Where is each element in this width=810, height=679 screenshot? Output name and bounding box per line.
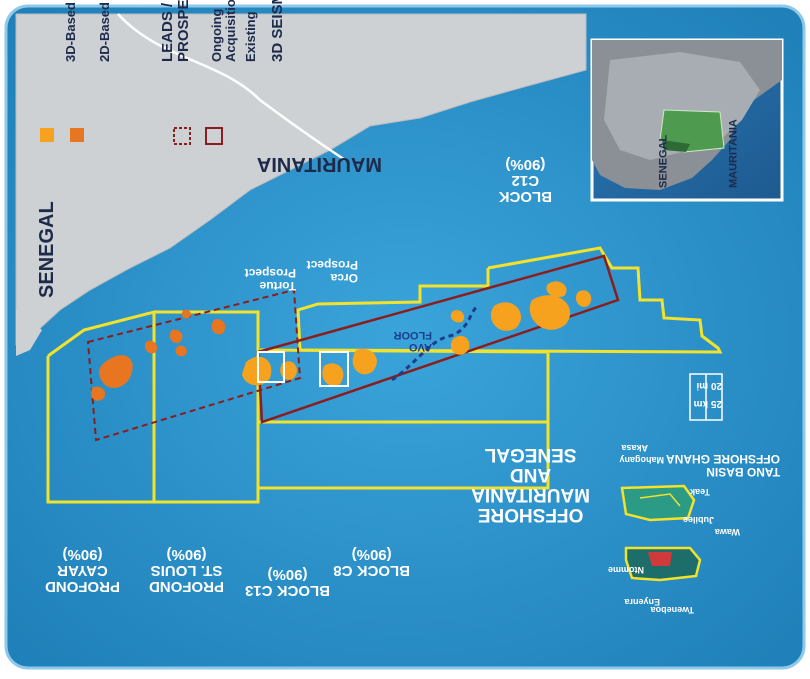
- ghana-inset: [620, 484, 702, 582]
- legend-swatch-3d: [40, 128, 54, 142]
- legend-swatch-ongoing: [173, 127, 191, 145]
- block-label-region: OFFSHORE MAURITANIA AND SENEGAL: [471, 444, 590, 525]
- ghana-title: TANO BASIN OFFSHORE GHANA: [666, 452, 780, 479]
- block-label-cayar: PROFOND CAYAR (90%): [45, 546, 120, 596]
- inset-label-mauritania: MAURITANIA: [727, 119, 740, 188]
- prospect-2d: [91, 386, 106, 401]
- ghana-field-akasa: Akasa: [621, 443, 648, 453]
- inset-label-senegal: SENEGAL: [657, 134, 670, 188]
- license-blocks: [46, 246, 723, 504]
- legend-3d: 3D-Based: [63, 2, 78, 62]
- prospect-3d: [546, 281, 567, 298]
- block-label-stlouis: PROFOND ST. LOUIS (90%): [149, 546, 224, 596]
- prospects: [91, 281, 592, 401]
- prospect-3d: [352, 348, 377, 375]
- block-label-c13: BLOCK C13 (90%): [244, 566, 330, 599]
- ghana-field-teak: Teak: [690, 487, 710, 497]
- legend-swatches: [40, 127, 223, 145]
- legend-2d: 2D-Based: [97, 2, 112, 62]
- block-label-c12: BLOCK C12 (90%): [498, 156, 552, 206]
- block-outline-cayar: [46, 310, 156, 504]
- prospect-2d: [169, 329, 183, 344]
- ghana-field-wawa: Wawa: [714, 527, 740, 537]
- legend-existing: Existing: [243, 11, 258, 62]
- prospect-2d: [99, 355, 133, 388]
- avo-floor-label: AVO FLOOR: [393, 329, 433, 353]
- legend-seismic-title: 3D SEISMIC: [269, 0, 286, 62]
- prospect-2d: [181, 309, 191, 319]
- orca-highlight-box: [319, 351, 349, 387]
- ghana-field-mahogany: Mahogany: [619, 455, 664, 465]
- ghana-field-jubilee: Jubilee: [682, 515, 714, 525]
- prospect-3d: [322, 363, 344, 386]
- prospect-label-tortue: Tortue Prospect: [244, 266, 296, 293]
- prospect-3d: [450, 335, 470, 355]
- seismic-existing-outline: [256, 254, 620, 424]
- country-label-mauritania: MAURITANIA: [256, 153, 382, 175]
- prospect-3d: [450, 310, 465, 323]
- tortue-highlight-box: [257, 351, 285, 383]
- scale-km: 25 km: [693, 398, 722, 409]
- inset-locator-map: [590, 38, 784, 202]
- prospect-3d: [490, 302, 521, 331]
- prospect-3d: [529, 295, 571, 330]
- prospect-2d: [175, 345, 187, 357]
- avo-floor-line: [391, 304, 479, 382]
- country-border: [117, 13, 346, 162]
- prospect-label-orca: Orca Prospect: [306, 258, 358, 285]
- legend-leads-title: LEADS / PROSPECTS: [159, 0, 192, 62]
- ghana-field-ntomme: Ntomme: [607, 565, 644, 575]
- prospect-2d: [144, 340, 158, 354]
- block-label-c8: BLOCK C8 (90%): [333, 546, 410, 579]
- prospect-2d: [211, 319, 226, 335]
- legend-swatch-existing: [205, 127, 223, 145]
- coast-detail: [16, 310, 42, 356]
- country-label-senegal: SENEGAL: [36, 201, 58, 298]
- scale-bar: [689, 373, 723, 421]
- legend-swatch-2d: [70, 128, 84, 142]
- seismic-ongoing-outline: [86, 288, 302, 442]
- prospect-3d: [242, 356, 272, 386]
- scale-mi: 20 mi: [696, 380, 722, 391]
- legend-ongoing: Ongoing Acquisition: [209, 0, 238, 62]
- prospect-3d: [575, 290, 592, 307]
- block-outline-c12: [296, 246, 723, 354]
- ghana-field-tweneboa: Tweneboa: [650, 605, 694, 615]
